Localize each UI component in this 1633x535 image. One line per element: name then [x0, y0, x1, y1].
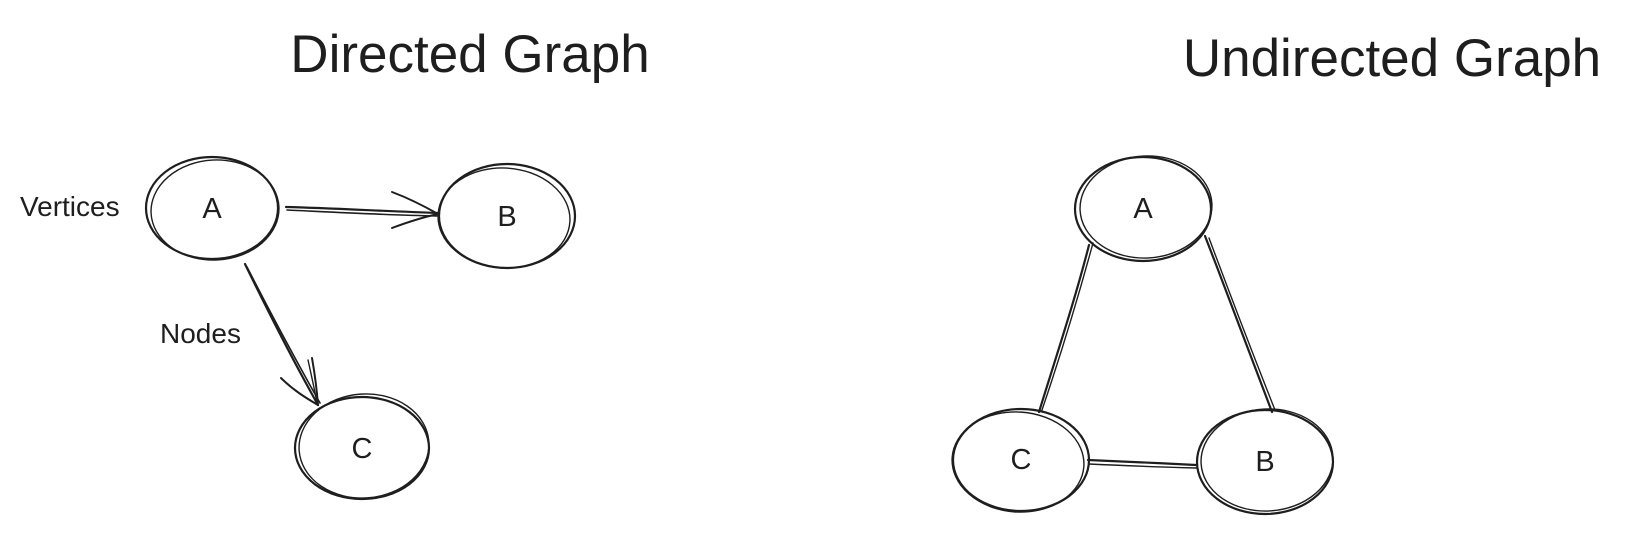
undirected-node-b-label: B: [1255, 446, 1274, 478]
nodes-label: Nodes: [160, 318, 241, 349]
directed-graph: Directed Graph Vertices Nodes A: [20, 25, 650, 501]
directed-node-b: B: [437, 162, 577, 270]
edge-undirected-a-b: [1203, 234, 1276, 414]
edge-directed-a-b: [284, 191, 440, 229]
undirected-node-b: B: [1195, 408, 1335, 516]
directed-node-a: A: [144, 155, 280, 261]
directed-node-c: C: [293, 393, 431, 501]
vertices-label: Vertices: [20, 191, 120, 222]
directed-node-a-label: A: [202, 193, 222, 225]
edge-undirected-c-b: [1086, 458, 1198, 469]
directed-node-c-label: C: [352, 433, 373, 465]
undirected-node-c: C: [951, 407, 1091, 513]
undirected-node-c-label: C: [1011, 444, 1032, 476]
directed-graph-title: Directed Graph: [290, 25, 649, 84]
edge-directed-a-c: [243, 262, 321, 407]
undirected-graph: Undirected Graph A C: [951, 29, 1601, 516]
undirected-graph-title: Undirected Graph: [1183, 29, 1601, 88]
undirected-node-a: A: [1073, 155, 1213, 263]
undirected-node-a-label: A: [1133, 193, 1153, 225]
edge-undirected-a-c: [1037, 242, 1094, 414]
directed-node-b-label: B: [497, 201, 516, 233]
